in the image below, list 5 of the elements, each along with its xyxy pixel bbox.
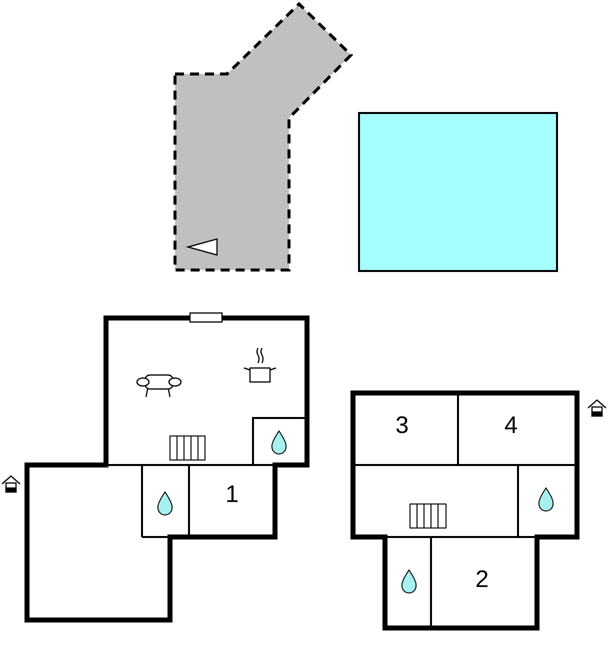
room-number: 2 — [475, 567, 489, 593]
room-number: 3 — [395, 413, 409, 439]
room-number: 4 — [504, 413, 518, 439]
pool-area — [358, 112, 558, 272]
room-number: 1 — [225, 482, 239, 508]
